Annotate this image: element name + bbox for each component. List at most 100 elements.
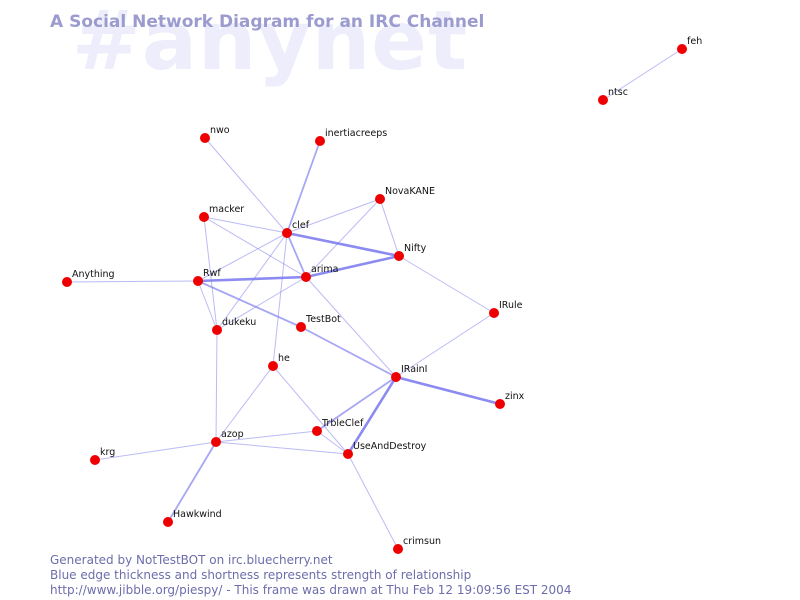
edge-azop-krg: [94, 441, 217, 461]
node-label-crimsun: crimsun: [403, 536, 441, 547]
node-label-Rwf: Rwf: [203, 268, 221, 279]
node-dot-nwo[interactable]: [200, 133, 210, 143]
node-macker[interactable]: macker: [199, 204, 244, 222]
node-dot-Nifty[interactable]: [394, 251, 404, 261]
node-label-nwo: nwo: [210, 125, 230, 136]
edge-Rwf-dukeku: [197, 280, 218, 331]
node-label-Nifty: Nifty: [404, 243, 427, 254]
node-dot-arima[interactable]: [301, 272, 311, 282]
edge-TrbleClef-azop: [215, 430, 318, 443]
node-dot-ntsc[interactable]: [598, 95, 608, 105]
node-NovaKANE[interactable]: NovaKANE: [375, 186, 435, 204]
node-label-inertiacreeps: inertiacreeps: [325, 128, 387, 139]
edge-IRainI-TrbleClef: [316, 376, 397, 432]
node-feh[interactable]: feh: [677, 36, 702, 54]
node-ntsc[interactable]: ntsc: [598, 87, 628, 105]
node-dot-he[interactable]: [268, 361, 278, 371]
edge-IRainI-zinx: [394, 375, 502, 406]
node-dot-zinx[interactable]: [495, 399, 505, 409]
node-clef[interactable]: clef: [282, 220, 310, 238]
footer: Generated by NotTestBOT on irc.bluecherr…: [50, 553, 571, 598]
node-label-TestBot: TestBot: [305, 314, 341, 325]
edge-UseAndDestroy-crimsun: [347, 453, 399, 550]
node-dot-UseAndDestroy[interactable]: [343, 449, 353, 459]
channel-watermark: #anynet: [72, 0, 469, 89]
edge-TrbleClef-UseAndDestroy: [316, 430, 349, 455]
edge-clef-Rwf: [197, 232, 288, 282]
edge-clef-dukeku: [216, 232, 288, 331]
edge-he-UseAndDestroy: [272, 365, 349, 455]
node-krg[interactable]: krg: [90, 447, 115, 465]
edge-Nifty-IRule: [398, 255, 495, 314]
node-dot-TrbleClef[interactable]: [312, 426, 322, 436]
edge-azop-UseAndDestroy: [215, 441, 349, 455]
node-Anything[interactable]: Anything: [62, 269, 115, 287]
node-label-TrbleClef: TrbleClef: [321, 418, 364, 429]
node-dot-Hawkwind[interactable]: [163, 517, 173, 527]
node-he[interactable]: he: [268, 353, 290, 371]
node-label-azop: azop: [221, 429, 244, 440]
node-label-Anything: Anything: [72, 269, 115, 280]
node-crimsun[interactable]: crimsun: [393, 536, 441, 554]
edge-macker-clef: [203, 216, 288, 234]
node-dukeku[interactable]: dukeku: [212, 317, 256, 335]
edge-Anything-Rwf: [66, 280, 199, 283]
node-label-arima: arima: [311, 264, 338, 275]
edge-NovaKANE-arima: [305, 198, 381, 278]
node-TestBot[interactable]: TestBot: [296, 314, 341, 332]
node-inertiacreeps[interactable]: inertiacreeps: [315, 128, 387, 146]
node-Hawkwind[interactable]: Hawkwind: [163, 509, 222, 527]
node-TrbleClef[interactable]: TrbleClef: [312, 418, 364, 436]
node-arima[interactable]: arima: [301, 264, 338, 282]
node-zinx[interactable]: zinx: [495, 391, 525, 409]
footer-timestamp-link[interactable]: http://www.jibble.org/piespy/ - This fra…: [50, 583, 572, 597]
node-dot-feh[interactable]: [677, 44, 687, 54]
edge-clef-arima: [286, 232, 307, 278]
edge-nwo-clef: [204, 137, 288, 234]
node-azop[interactable]: azop: [211, 429, 244, 447]
node-Rwf[interactable]: Rwf: [193, 268, 221, 286]
node-label-UseAndDestroy: UseAndDestroy: [353, 441, 427, 452]
node-dot-IRainI[interactable]: [391, 372, 401, 382]
node-dot-crimsun[interactable]: [393, 544, 403, 554]
node-Nifty[interactable]: Nifty: [394, 243, 427, 261]
edge-IRainI-UseAndDestroy: [346, 375, 398, 456]
edge-Rwf-TestBot: [197, 280, 302, 328]
edge-inertiacreeps-clef: [286, 140, 321, 234]
node-IRule[interactable]: IRule: [489, 300, 523, 318]
node-label-IRainI: IRainI: [401, 364, 427, 375]
node-dot-IRule[interactable]: [489, 308, 499, 318]
diagram-title: A Social Network Diagram for an IRC Chan…: [50, 12, 485, 32]
node-UseAndDestroy[interactable]: UseAndDestroy: [343, 441, 427, 459]
edge-TestBot-IRainI: [300, 326, 397, 378]
node-label-clef: clef: [292, 220, 310, 231]
node-dot-krg[interactable]: [90, 455, 100, 465]
node-dot-Rwf[interactable]: [193, 276, 203, 286]
node-label-dukeku: dukeku: [222, 317, 256, 328]
node-label-IRule: IRule: [499, 300, 523, 311]
edge-IRule-IRainI: [395, 312, 495, 378]
node-label-macker: macker: [209, 204, 244, 215]
node-dot-azop[interactable]: [211, 437, 221, 447]
node-dot-macker[interactable]: [199, 212, 209, 222]
node-dot-TestBot[interactable]: [296, 322, 306, 332]
edge-clef-NovaKANE: [286, 198, 381, 234]
edge-feh-ntsc: [602, 48, 683, 101]
node-dot-inertiacreeps[interactable]: [315, 136, 325, 146]
edge-he-azop: [215, 365, 274, 443]
footer-legend-note: Blue edge thickness and shortness repres…: [50, 568, 472, 582]
node-IRainI[interactable]: IRainI: [391, 364, 427, 382]
edge-arima-IRainI: [305, 276, 397, 378]
node-dot-clef[interactable]: [282, 228, 292, 238]
node-dot-NovaKANE[interactable]: [375, 194, 385, 204]
edge-clef-Nifty: [285, 231, 401, 258]
edge-clef-he: [272, 232, 288, 367]
node-dot-Anything[interactable]: [62, 277, 72, 287]
edge-dukeku-azop: [215, 329, 218, 443]
node-dot-dukeku[interactable]: [212, 325, 222, 335]
edge-macker-arima: [203, 216, 307, 278]
node-nwo[interactable]: nwo: [200, 125, 230, 143]
